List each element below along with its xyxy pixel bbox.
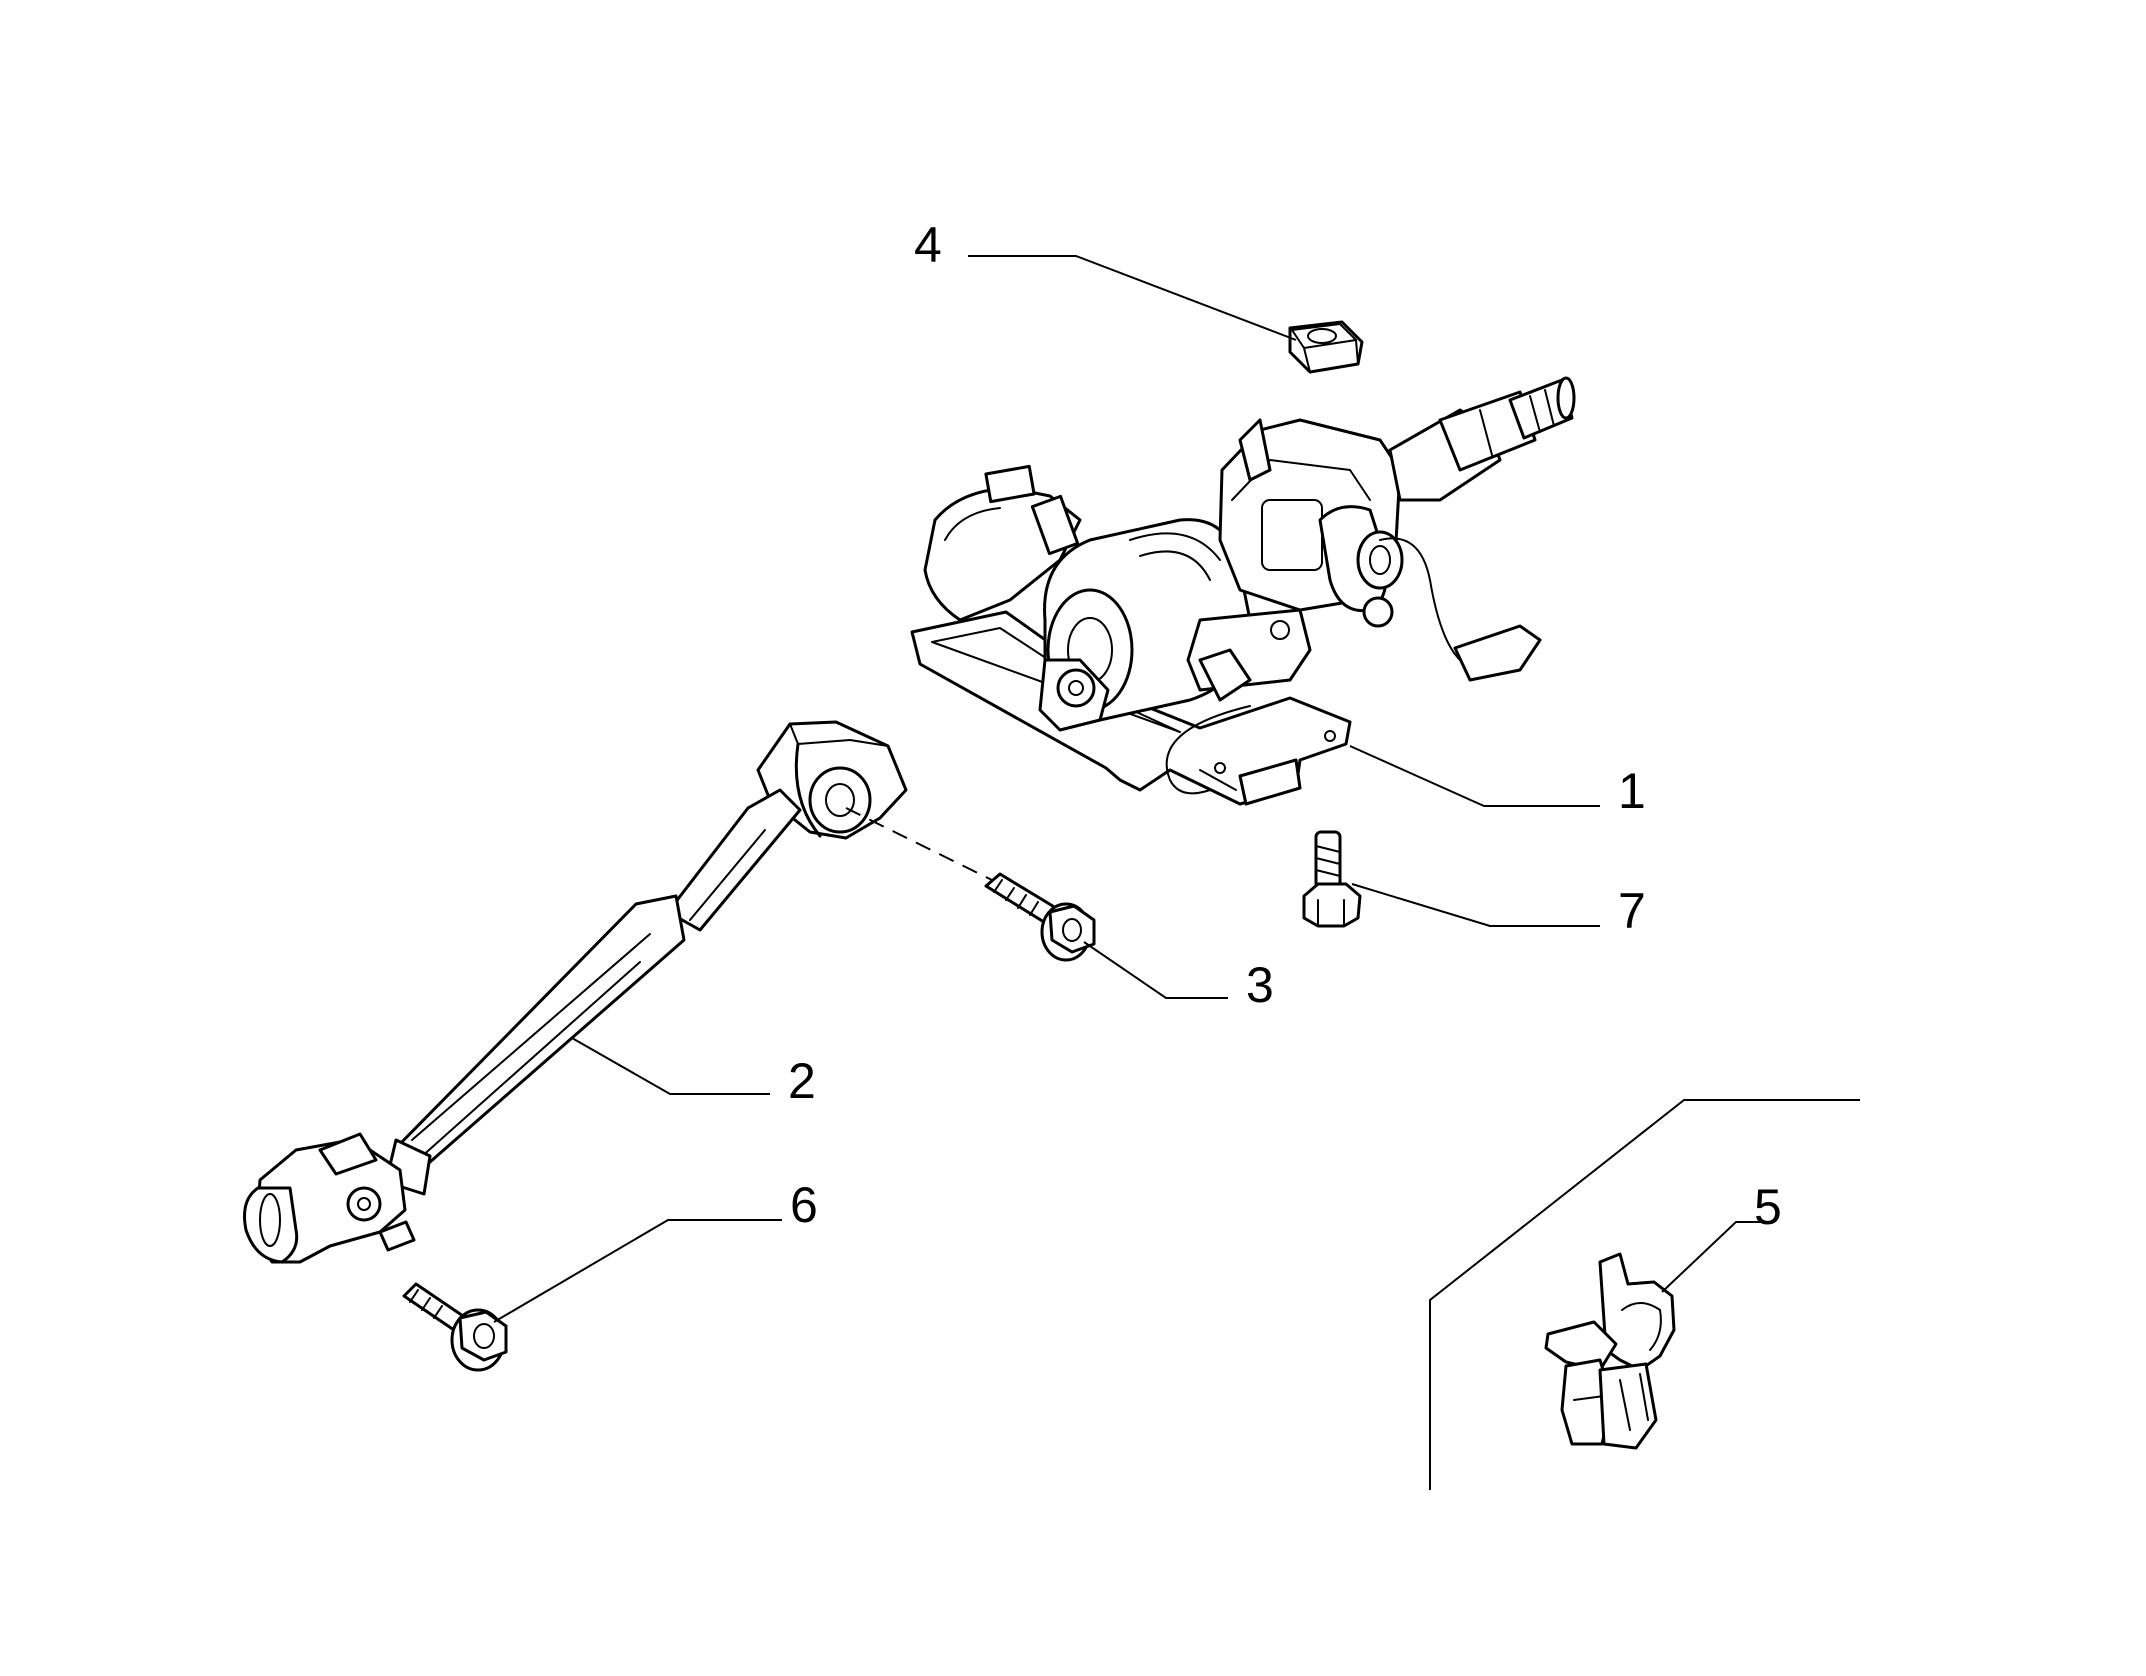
- callout-5: 5: [1754, 1179, 1782, 1235]
- part-1-steering-column[interactable]: [910, 376, 1576, 806]
- part-6-flange-bolt[interactable]: [402, 1282, 508, 1372]
- callout-4: 4: [914, 217, 942, 273]
- inset-frame: [1429, 1099, 1860, 1490]
- leader-6: [493, 1219, 782, 1323]
- leader-1: [1349, 745, 1600, 807]
- part-5-clip[interactable]: [1544, 1252, 1676, 1450]
- callout-3: 3: [1246, 957, 1274, 1013]
- callout-2: 2: [788, 1053, 816, 1109]
- callout-6: 6: [790, 1177, 818, 1233]
- leader-2: [571, 1037, 770, 1095]
- part-7-hex-bolt[interactable]: [1302, 830, 1362, 928]
- leader-7: [1351, 883, 1600, 927]
- assembly-axis-line: [845, 807, 1001, 885]
- leader-4: [968, 255, 1297, 341]
- callout-1: 1: [1618, 763, 1646, 819]
- part-3-flange-bolt[interactable]: [984, 872, 1096, 962]
- leader-3: [1083, 941, 1228, 999]
- callout-7: 7: [1618, 883, 1646, 939]
- part-2-intermediate-shaft[interactable]: [243, 720, 908, 1264]
- leader-5: [1661, 1221, 1762, 1293]
- part-4-hex-nut[interactable]: [1288, 320, 1364, 374]
